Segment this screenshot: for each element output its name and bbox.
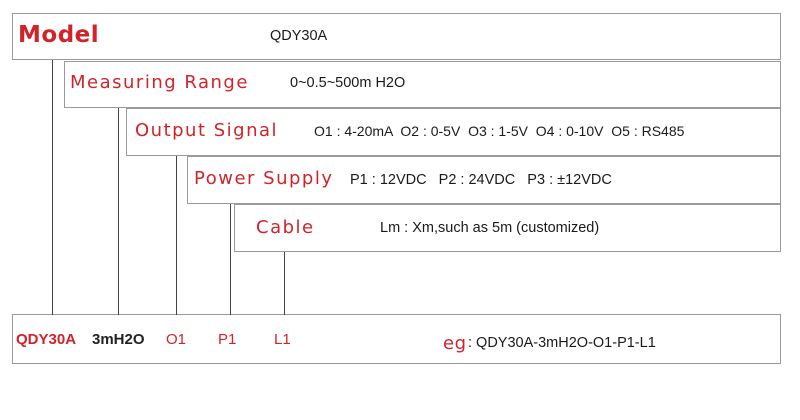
code-cable: L1 [274, 331, 291, 348]
code-model: QDY30A [16, 331, 77, 348]
example-value: : QDY30A-3mH2O-O1-P1-L1 [468, 335, 656, 351]
power-supply-label: Power Supply [194, 168, 334, 189]
measuring-range-value: 0~0.5~500m H2O [290, 75, 406, 91]
cable-connector-line [284, 252, 285, 315]
cable-label: Cable [256, 217, 315, 238]
model-row [12, 13, 781, 60]
example-label: eg [443, 333, 467, 354]
model-value: QDY30A [270, 28, 328, 44]
measuring-range-label: Measuring Range [70, 72, 249, 93]
code-range: 3mH2O [92, 331, 145, 348]
power-connector-line [230, 204, 231, 315]
output-connector-line [176, 156, 177, 315]
code-output: O1 [166, 331, 187, 348]
power-supply-value: P1 : 12VDC P2 : 24VDC P3 : ±12VDC [350, 172, 612, 188]
measuring-range-row [64, 61, 781, 108]
range-connector-line [118, 108, 119, 315]
cable-row [234, 204, 781, 252]
model-connector-line [52, 60, 53, 315]
output-signal-row [126, 108, 781, 156]
cable-value: Lm : Xm,such as 5m (customized) [380, 220, 600, 236]
code-power: P1 [218, 331, 237, 348]
output-signal-value: O1 : 4-20mA O2 : 0-5V O3 : 1-5V O4 : 0-1… [314, 123, 685, 139]
code-row [12, 314, 781, 364]
power-supply-row [187, 156, 781, 204]
model-label: Model [18, 22, 100, 48]
output-signal-label: Output Signal [135, 120, 279, 141]
